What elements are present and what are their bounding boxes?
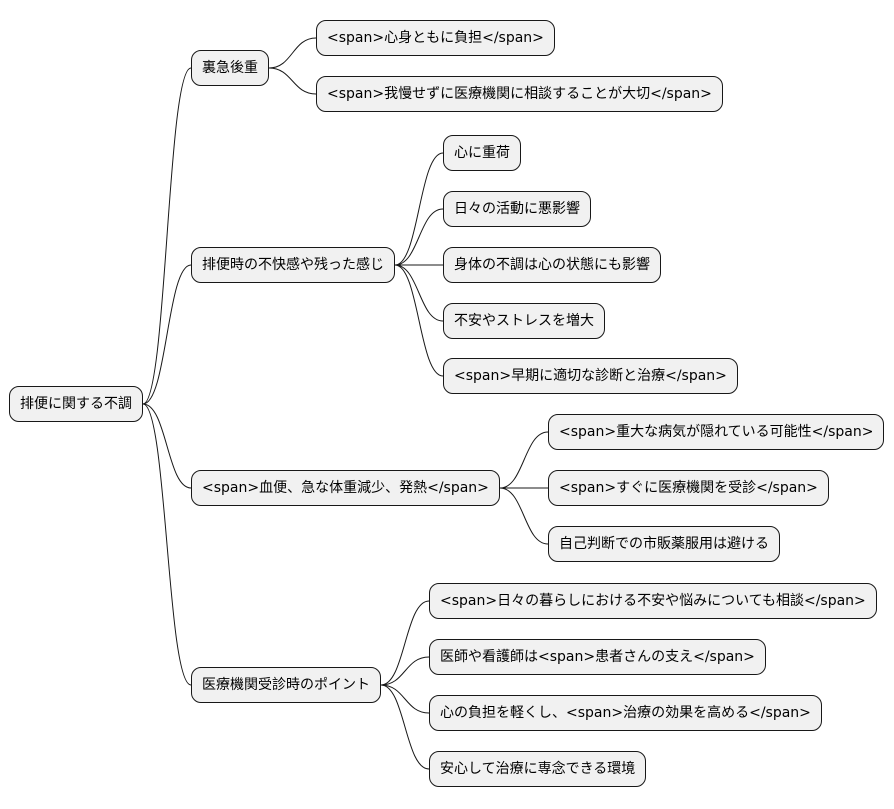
- connector-line: [394, 264, 444, 322]
- connector-line: [394, 152, 444, 266]
- branch-node-visit-points: 医療機関受診時のポイント: [191, 667, 381, 703]
- connector-line: [380, 600, 430, 686]
- connector-line: [142, 403, 192, 686]
- connector-line: [380, 684, 430, 714]
- leaf-node: 身体の不調は心の状態にも影響: [443, 247, 661, 283]
- leaf-node: 不安やストレスを増大: [443, 303, 605, 339]
- connector-line: [142, 264, 192, 405]
- leaf-node: 自己判断での市販薬服用は避ける: [548, 526, 780, 562]
- leaf-node: <span>我慢せずに医療機関に相談することが大切</span>: [316, 76, 723, 112]
- leaf-node: <span>重大な病気が隠れている可能性</span>: [548, 414, 885, 450]
- leaf-node: 日々の活動に悪影響: [443, 191, 591, 227]
- branch-node-discomfort: 排便時の不快感や残った感じ: [191, 247, 395, 283]
- connector-line: [499, 487, 549, 545]
- leaf-node: 安心して治療に専念できる環境: [429, 751, 647, 787]
- leaf-node: <span>すぐに医療機関を受診</span>: [548, 470, 829, 506]
- leaf-node: <span>早期に適切な診断と治療</span>: [443, 358, 738, 394]
- connector-line: [268, 37, 317, 69]
- connector-line: [268, 67, 317, 95]
- connector-line: [499, 431, 549, 489]
- root-node: 排便に関する不調: [9, 386, 143, 422]
- leaf-node: <span>心身ともに負担</span>: [316, 20, 555, 56]
- connector-line: [380, 684, 430, 770]
- connector-line: [394, 264, 444, 377]
- leaf-node: <span>日々の暮らしにおける不安や悩みについても相談</span>: [429, 583, 877, 619]
- branch-node-warning-signs: <span>血便、急な体重減少、発熱</span>: [191, 470, 500, 506]
- connector-line: [142, 403, 192, 489]
- connector-line: [380, 656, 430, 686]
- branch-node-urgency: 裏急後重: [191, 50, 269, 86]
- connector-line: [394, 208, 444, 266]
- leaf-node: 心に重荷: [443, 135, 521, 171]
- leaf-node: 医師や看護師は<span>患者さんの支え</span>: [429, 639, 766, 675]
- connector-line: [142, 67, 192, 405]
- leaf-node: 心の負担を軽くし、<span>治療の効果を高める</span>: [429, 695, 822, 731]
